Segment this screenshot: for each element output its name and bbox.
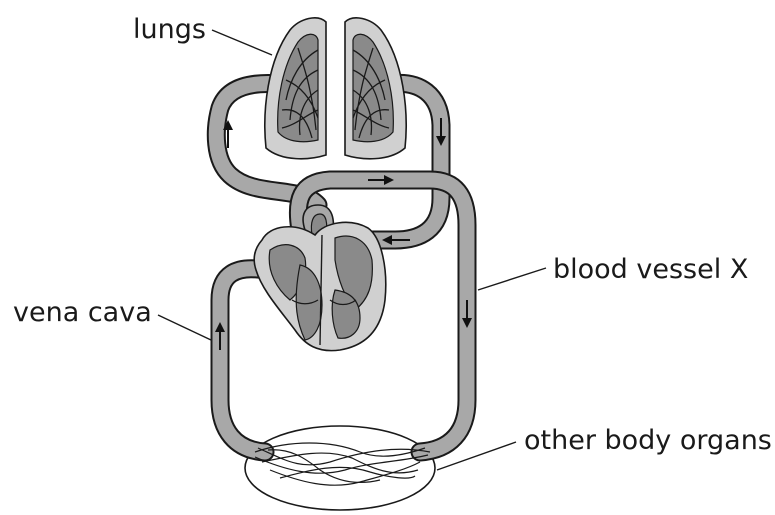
label-blood-vessel-x: blood vessel X <box>553 254 748 285</box>
leader-blood-vessel-x <box>478 268 546 290</box>
label-other-body-organs: other body organs <box>524 425 772 456</box>
label-blood-vessel-group: blood vessel X <box>478 254 748 290</box>
heart-illustration <box>254 205 386 351</box>
label-vena-cava-group: vena cava <box>13 297 211 340</box>
lungs-illustration <box>265 18 406 159</box>
label-vena-cava: vena cava <box>13 297 152 328</box>
leader-lungs <box>212 30 272 55</box>
leader-vena-cava <box>158 315 211 340</box>
label-organs-group: other body organs <box>437 425 772 470</box>
label-lungs-group: lungs <box>133 14 272 55</box>
label-lungs: lungs <box>133 14 206 45</box>
